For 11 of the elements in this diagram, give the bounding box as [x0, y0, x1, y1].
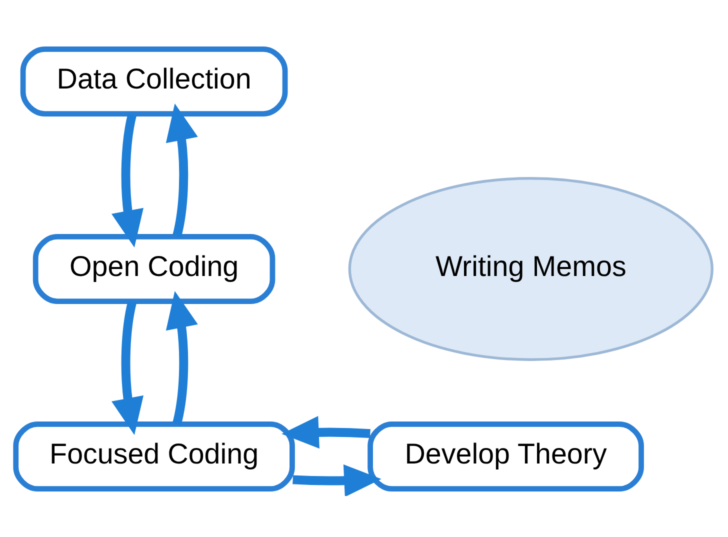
arrow [112, 112, 144, 247]
node-box: Focused Coding [13, 421, 295, 492]
node-box: Develop Theory [368, 421, 644, 492]
arrow [282, 416, 370, 448]
arrow [292, 464, 382, 496]
arrow [166, 290, 198, 425]
arrow [112, 300, 144, 434]
node-box: Open Coding [32, 234, 276, 304]
arrow [166, 103, 198, 238]
node-ellipse: Writing Memos [348, 176, 714, 360]
node-box: Data Collection [20, 46, 288, 116]
